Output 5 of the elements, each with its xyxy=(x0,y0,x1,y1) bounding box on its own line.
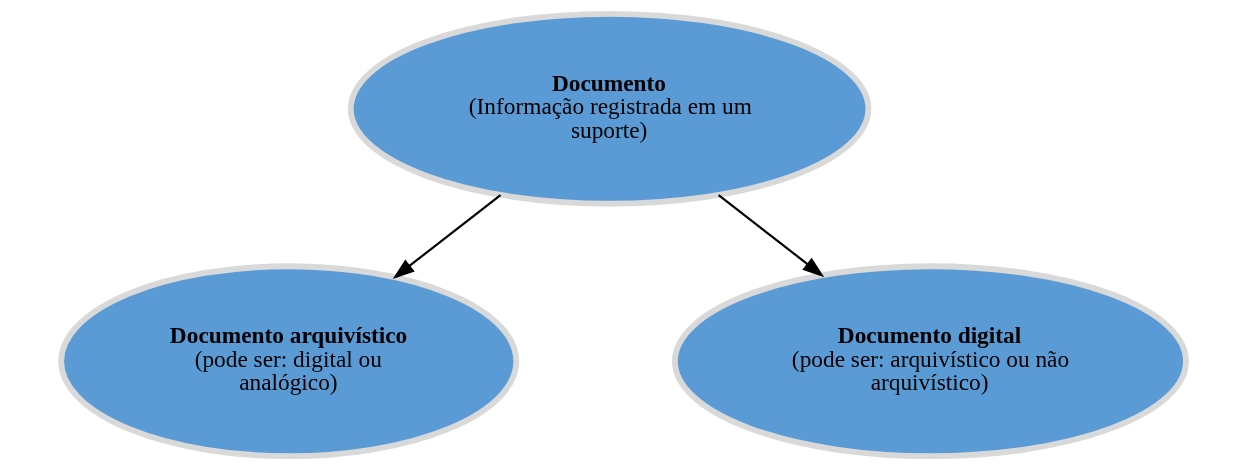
arrow xyxy=(392,194,502,279)
node-ellipse: Documento (Informação registrada em um suporte) xyxy=(347,10,872,207)
node-ellipse: Documento arquivístico (pode ser: digital ou analógico) xyxy=(58,263,520,460)
node-ellipse: Documento digital (pode ser: arquivístico ou não arquivístico) xyxy=(671,263,1189,460)
arrow xyxy=(717,194,825,278)
